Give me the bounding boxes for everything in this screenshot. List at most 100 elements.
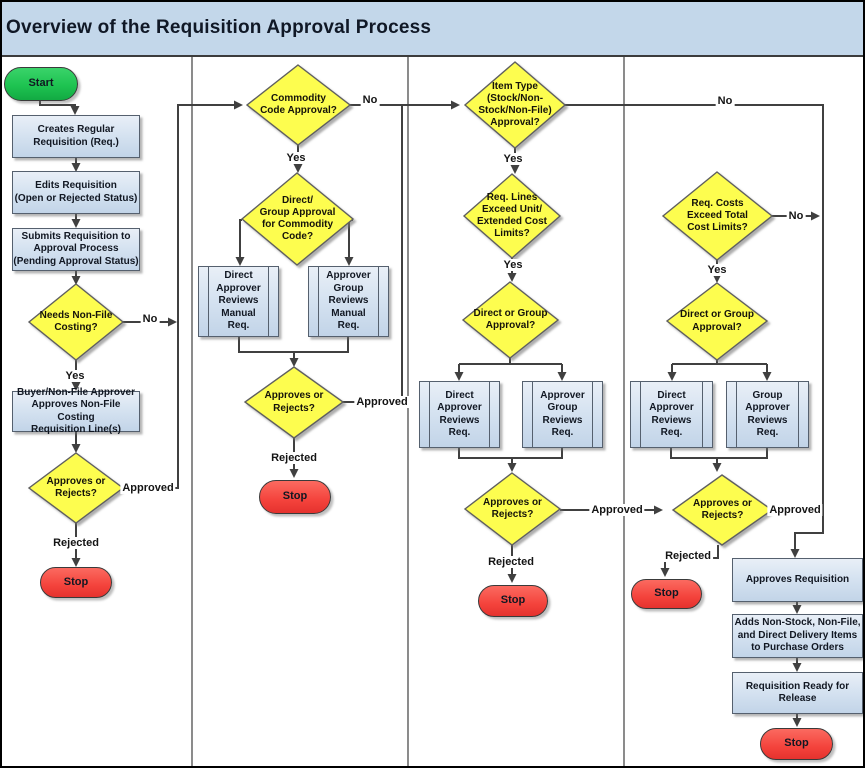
node-label: Approver Group Reviews Manual Req. [326, 270, 371, 332]
edge-label-approved: Approved [589, 504, 645, 516]
node-label: Buyer/Non-File Approver Approves Non-Fil… [17, 386, 135, 436]
process-approves-requisition: Approves Requisition [732, 558, 863, 602]
decision-diamond-approves-rejects-3 [463, 472, 562, 546]
arrowhead [168, 317, 177, 327]
node-label: Group Approver Reviews Req. [745, 389, 790, 439]
process-adds-items-to-po: Adds Non-Stock, Non-File, and Direct Del… [732, 614, 863, 658]
node-label: Creates Regular Requisition (Req.) [33, 124, 119, 148]
terminator-stop-2: Stop [259, 480, 331, 514]
arrowhead [510, 165, 520, 174]
arrowhead [792, 718, 802, 727]
node-label: Approver Group Reviews Req. [540, 389, 585, 439]
node-label: Edits Requisition (Open or Rejected Stat… [14, 180, 138, 204]
arrowhead [667, 372, 677, 381]
connector [239, 219, 242, 258]
arrowhead [762, 372, 772, 381]
arrowhead [792, 663, 802, 672]
decision-diamond-direct-or-group-2 [665, 282, 769, 361]
page-title: Overview of the Requisition Approval Pro… [6, 16, 432, 38]
edge-label-yes: Yes [284, 152, 308, 164]
edge-label-no: No [360, 94, 380, 106]
arrowhead [71, 444, 81, 453]
connector [39, 100, 76, 107]
edge-label-yes: Yes [501, 153, 525, 165]
decision-diamond-item-type [463, 61, 567, 149]
arrowhead [70, 106, 80, 115]
node-label: Stop [784, 737, 809, 750]
predefined-approver-group-reviews-req: Approver Group Reviews Req. [522, 381, 603, 448]
edge-label-rejected: Rejected [51, 537, 101, 549]
predefined-direct-approver-reviews-manual: Direct Approver Reviews Manual Req. [198, 266, 279, 337]
arrowhead [507, 273, 517, 282]
lane-dividers [191, 57, 625, 766]
node-label: Adds Non-Stock, Non-File, and Direct Del… [734, 617, 861, 654]
edge-label-no: No [140, 313, 160, 325]
edge-label-no: No [786, 210, 806, 222]
arrowhead [71, 382, 81, 391]
node-label: Requisition Ready for Release [745, 680, 850, 705]
arrowhead [235, 257, 245, 266]
arrowhead [71, 163, 81, 172]
arrowhead [811, 211, 820, 221]
edge-label-no: No [715, 95, 735, 107]
process-submits-requisition: Submits Requisition to Approval Process … [12, 228, 140, 271]
connector [238, 337, 349, 359]
decision-diamond-req-costs-exceed [661, 171, 774, 261]
predefined-direct-approver-reviews-req-2: Direct Approver Reviews Req. [630, 381, 713, 448]
decision-diamond-approves-rejects-2 [243, 366, 345, 439]
decision-diamond-needs-non-file-costing [27, 283, 125, 361]
node-label: Direct Approver Reviews Manual Req. [216, 270, 261, 332]
arrowhead [792, 605, 802, 614]
connector [458, 448, 563, 464]
arrowhead [451, 100, 460, 110]
terminator-stop-5: Stop [760, 728, 833, 760]
process-creates-requisition: Creates Regular Requisition (Req.) [12, 115, 140, 158]
node-label: Submits Requisition to Approval Process … [13, 230, 139, 267]
title-bar: Overview of the Requisition Approval Pro… [0, 0, 865, 57]
process-buyer-approves-costing: Buyer/Non-File Approver Approves Non-Fil… [12, 387, 140, 435]
process-requisition-ready: Requisition Ready for Release [732, 672, 863, 714]
decision-diamond-commodity-code [245, 64, 352, 146]
node-label: Stop [63, 575, 89, 588]
decision-diamond-req-lines-exceed [462, 173, 562, 259]
connector [348, 219, 353, 258]
connector [670, 448, 768, 464]
arrowhead [71, 558, 81, 567]
terminator-start: Start [4, 67, 78, 101]
arrowhead [71, 219, 81, 228]
arrowhead [712, 463, 722, 472]
edge-label-approved: Approved [354, 396, 410, 408]
connector [671, 360, 768, 373]
edge-label-yes: Yes [705, 264, 729, 276]
arrowhead [71, 276, 81, 285]
arrowhead [454, 372, 464, 381]
arrowhead [344, 257, 354, 266]
edge-label-yes: Yes [63, 370, 87, 382]
node-label: Stop [654, 587, 679, 600]
edge-label-approved: Approved [767, 504, 823, 516]
connector [458, 358, 563, 373]
node-label: Direct Approver Reviews Req. [649, 389, 694, 439]
arrowhead [234, 100, 243, 110]
decision-diamond-direct-or-group-1 [461, 281, 560, 359]
process-edits-requisition: Edits Requisition (Open or Rejected Stat… [12, 171, 140, 214]
terminator-stop-3: Stop [478, 585, 548, 617]
node-label: Start [28, 77, 54, 90]
edge-label-rejected: Rejected [269, 452, 319, 464]
edge-label-rejected: Rejected [663, 550, 713, 562]
decision-diamond-approves-rejects-4 [671, 474, 774, 546]
decision-diamond-direct-group-commodity [240, 172, 355, 266]
arrowhead [557, 372, 567, 381]
node-label: Direct Approver Reviews Req. [437, 389, 482, 439]
arrowhead [790, 549, 800, 558]
arrowhead [289, 469, 299, 478]
edge-label-rejected: Rejected [486, 556, 536, 568]
arrowhead [654, 505, 663, 515]
predefined-direct-approver-reviews-req-1: Direct Approver Reviews Req. [419, 381, 500, 448]
node-label: Stop [282, 490, 308, 503]
edge-label-approved: Approved [120, 482, 176, 494]
arrowhead [660, 568, 670, 577]
arrowhead [712, 274, 722, 283]
